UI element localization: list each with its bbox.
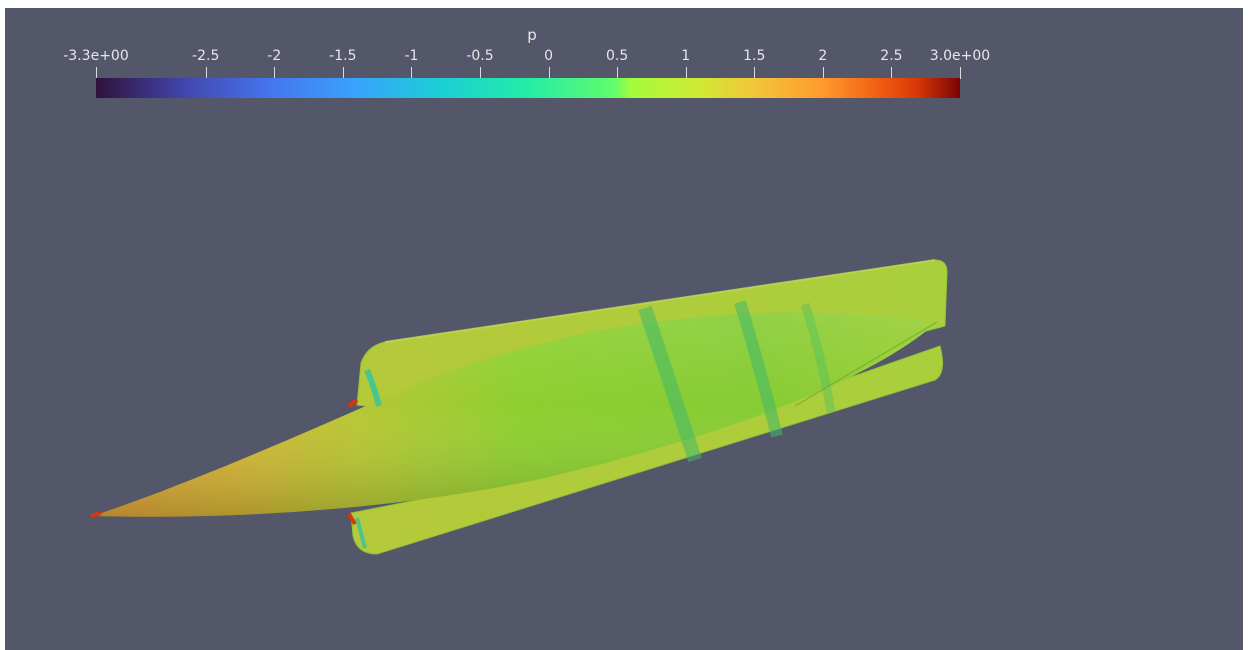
render-viewport[interactable]: p -3.3e+00 -2.5 -2 -1.5 -1 -0.5 0 0.5 1 1.5 2 2.5 3.… bbox=[5, 8, 1243, 650]
colorbar-tick-mark bbox=[480, 67, 481, 79]
fin-root-teal-band bbox=[364, 368, 382, 407]
colorbar-tick-label: 1 bbox=[681, 48, 691, 64]
colorbar-tick-mark bbox=[411, 67, 413, 79]
colorbar-tick-label: -2 bbox=[267, 48, 282, 64]
colorbar-tick-mark bbox=[205, 67, 207, 79]
tail-cone-line bbox=[794, 321, 938, 407]
colorbar-title: p bbox=[527, 26, 537, 44]
colorbar-tick-label: -3.3e+00 bbox=[63, 48, 129, 64]
hull-3d-model[interactable] bbox=[5, 8, 1243, 650]
colorbar-tick-label: -2.5 bbox=[192, 48, 220, 64]
colorbar-tick-label: -1 bbox=[404, 48, 419, 64]
high-pressure-edge-lower bbox=[347, 512, 357, 526]
colorbar-tick-mark bbox=[685, 67, 687, 79]
colorbar-tick-mark bbox=[891, 67, 893, 79]
lower-fin-teal-edge bbox=[355, 517, 367, 549]
colorbar-tick-label: -0.5 bbox=[466, 48, 494, 64]
low-pressure-band-2 bbox=[734, 300, 783, 438]
colorbar-tick-label: -1.5 bbox=[329, 48, 357, 64]
colorbar-tick-mark bbox=[822, 67, 824, 79]
colorbar-tick-label: 0 bbox=[544, 48, 554, 64]
high-pressure-edge-upper bbox=[347, 398, 359, 408]
colorbar-tick-label: 2.5 bbox=[880, 48, 903, 64]
colorbar-tick-label: 1.5 bbox=[743, 48, 766, 64]
low-pressure-band-1 bbox=[638, 305, 702, 463]
colorbar-tick-label: 3.0e+00 bbox=[929, 48, 991, 64]
colorbar-tick-label: 0.5 bbox=[606, 48, 629, 64]
colorbar-tick-mark bbox=[617, 67, 619, 79]
hull-shading bbox=[93, 312, 937, 517]
colorbar-tick-mark bbox=[548, 67, 550, 79]
colorbar-tick-mark bbox=[754, 67, 756, 79]
colorbar-tick-mark bbox=[342, 67, 344, 79]
colorbar-gradient bbox=[96, 78, 960, 98]
colorbar-tick-mark bbox=[274, 67, 276, 79]
colorbar-tick-mark bbox=[96, 67, 97, 79]
low-pressure-band-3 bbox=[800, 302, 836, 413]
upper-fin-edge bbox=[384, 259, 936, 343]
colorbar-tick-mark bbox=[960, 67, 961, 79]
colorbar-tick-label: 2 bbox=[818, 48, 828, 64]
nose-tip bbox=[90, 511, 102, 518]
